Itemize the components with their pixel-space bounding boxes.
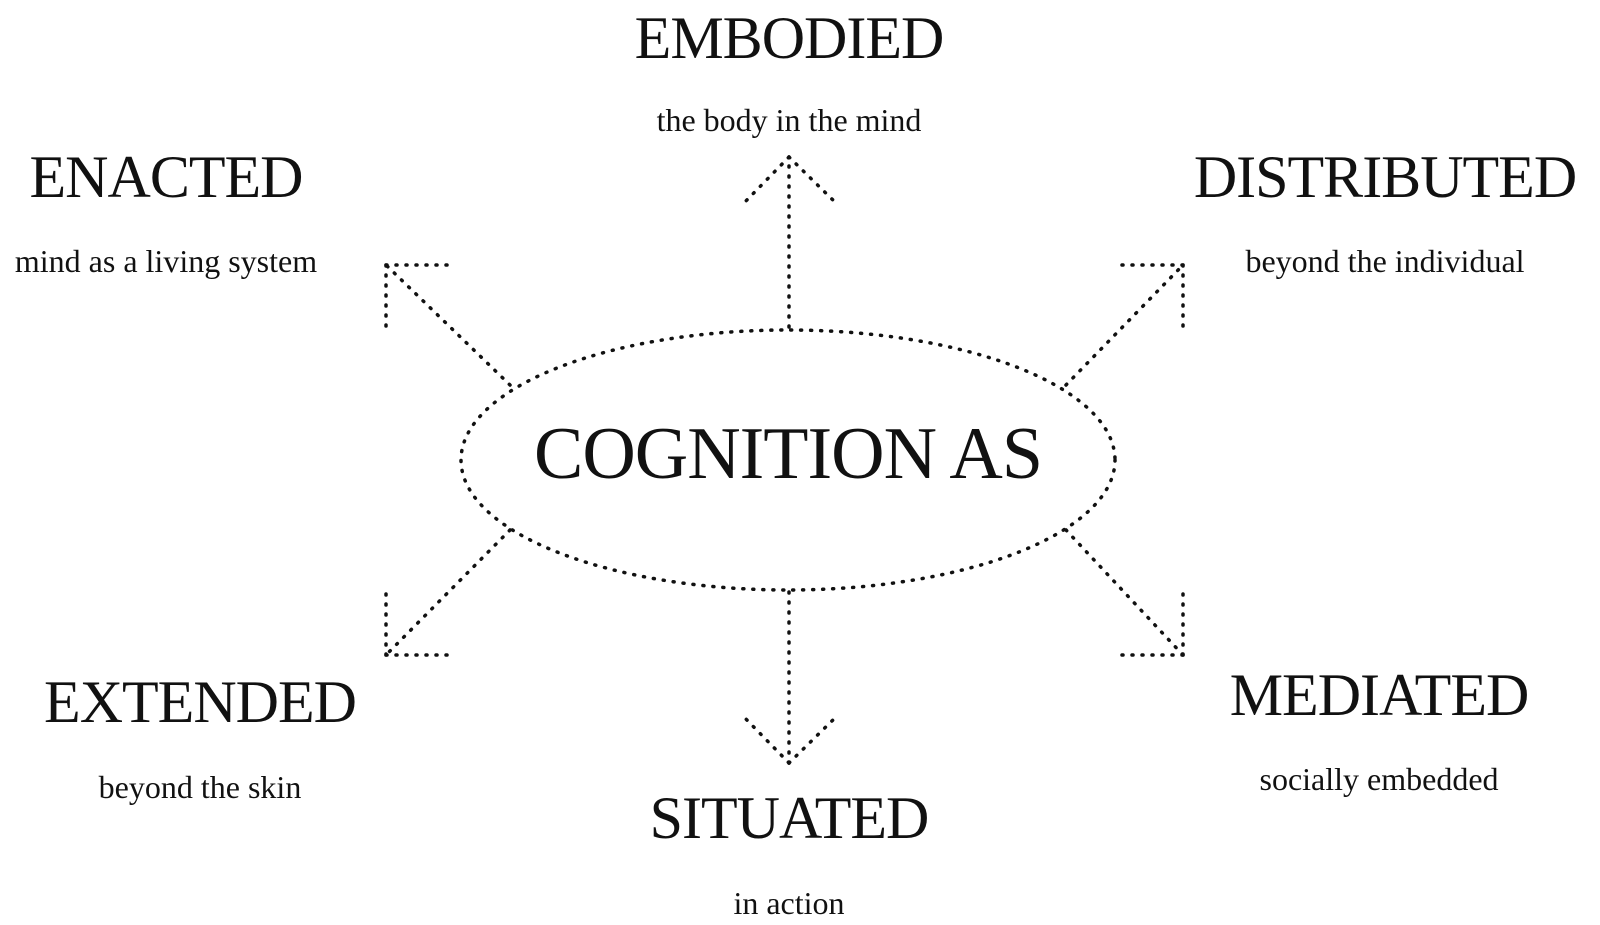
node-mediated-title: MEDIATED xyxy=(1229,662,1530,728)
arrow-extended xyxy=(384,528,512,657)
node-embodied-subtitle: the body in the mind xyxy=(656,102,922,138)
node-extended-subtitle: beyond the skin xyxy=(98,769,302,805)
node-distributed-subtitle: beyond the individual xyxy=(1245,243,1525,279)
arrow-distributed xyxy=(1064,263,1185,387)
node-distributed-title: DISTRIBUTED xyxy=(1193,144,1577,210)
node-situated-subtitle: in action xyxy=(733,885,845,921)
node-enacted-subtitle: mind as a living system xyxy=(14,243,318,279)
center-label: COGNITION AS xyxy=(533,413,1043,495)
node-extended-title: EXTENDED xyxy=(44,669,357,735)
node-embodied-title: EMBODIED xyxy=(634,5,945,71)
node-mediated-subtitle: socially embedded xyxy=(1259,761,1499,797)
node-situated-title: SITUATED xyxy=(649,785,930,851)
node-enacted-title: ENACTED xyxy=(29,144,304,210)
arrow-mediated xyxy=(1064,528,1185,657)
arrow-enacted xyxy=(384,263,512,387)
arrow-situated xyxy=(740,590,840,765)
center-ellipse xyxy=(459,328,1117,592)
arrow-embodied xyxy=(740,155,840,329)
